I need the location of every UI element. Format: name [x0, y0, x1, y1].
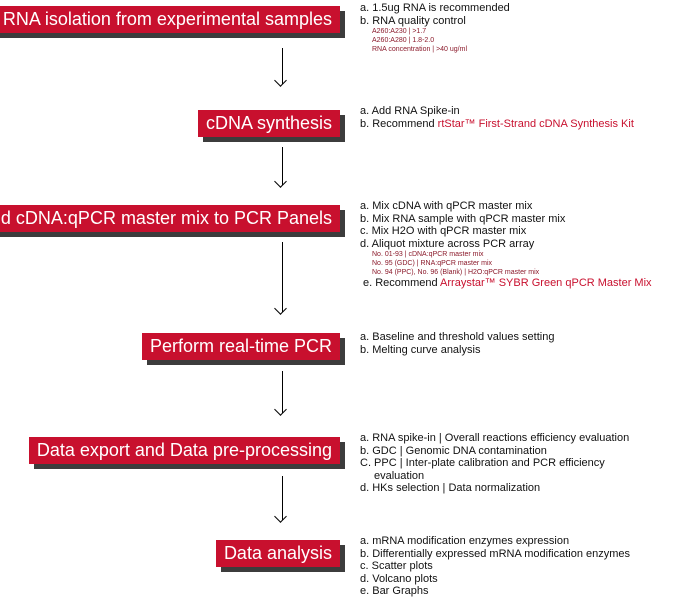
note-line: a. mRNA modification enzymes expression [360, 535, 570, 547]
notes-data-analysis: a. mRNA modification enzymes expression … [360, 535, 630, 598]
step-add-master-mix: Add cDNA:qPCR master mix to PCR Panels [0, 205, 340, 232]
note-line: b. RNA quality control [360, 14, 466, 27]
note-line: d. Volcano plots [360, 572, 438, 585]
product-link-rtstar[interactable]: rtStar™ First-Strand cDNA Synthesis Kit [437, 117, 634, 130]
note-subline: A260:A230 | >1.7 [372, 28, 427, 35]
step-label: Data analysis [215, 540, 340, 567]
step-cdna-synthesis: cDNA synthesis [197, 110, 340, 137]
note-line: b. Melting curve analysis [360, 343, 481, 356]
note-line: d. Aliquot mixture across PCR array [360, 237, 535, 250]
flow-arrow [282, 371, 283, 413]
flow-arrow [282, 476, 283, 520]
step-label: RNA isolation from experimental samples [0, 6, 340, 33]
note-line: c. Mix H2O with qPCR master mix [360, 225, 527, 237]
note-subline: RNA concentration | >40 ug/ml [372, 46, 468, 53]
notes-real-time-pcr: a. Baseline and threshold values setting… [360, 331, 554, 356]
product-link-sybr[interactable]: Arraystar™ SYBR Green qPCR Master Mix [440, 277, 652, 289]
notes-rna-isolation: a. 1.5ug RNA is recommended b. RNA quali… [360, 2, 510, 54]
note-line: b. Mix RNA sample with qPCR master mix [360, 212, 566, 225]
note-line: a. RNA spike-in | Overall reactions effi… [360, 432, 630, 444]
notes-add-master-mix: a. Mix cDNA with qPCR master mix b. Mix … [360, 200, 652, 290]
note-line: C. PPC | Inter-plate calibration and PCR… [360, 457, 605, 469]
step-rna-isolation: RNA isolation from experimental samples [0, 6, 340, 33]
notes-data-export: a. RNA spike-in | Overall reactions effi… [360, 432, 629, 495]
note-line: b. Recommend rtStar™ First-Strand cDNA S… [360, 118, 634, 131]
note-line: c. Scatter plots [360, 560, 433, 572]
note-line: a. Add RNA Spike-in [360, 105, 460, 117]
step-data-export: Data export and Data pre-processing [28, 437, 340, 464]
note-text: e. Recommend [363, 277, 441, 289]
note-line: a. Baseline and threshold values setting [360, 331, 555, 343]
note-line: a. 1.5ug RNA is recommended [360, 2, 510, 14]
step-real-time-pcr: Perform real-time PCR [141, 333, 340, 360]
step-label: cDNA synthesis [197, 110, 340, 137]
note-line: e. Recommend Arraystar™ SYBR Green qPCR … [360, 277, 652, 290]
step-label: Perform real-time PCR [141, 333, 340, 360]
note-subline: No. 01-93 | cDNA:qPCR master mix [372, 251, 484, 258]
note-subline: No. 95 (GDC) | RNA:qPCR master mix [372, 260, 493, 267]
flow-arrow [282, 48, 283, 84]
note-line: a. Mix cDNA with qPCR master mix [360, 200, 533, 212]
note-line: e. Bar Graphs [360, 585, 429, 597]
note-line: d. HKs selection | Data normalization [360, 482, 541, 494]
flow-arrow [282, 147, 283, 185]
flow-arrow [282, 242, 283, 312]
step-label: Add cDNA:qPCR master mix to PCR Panels [0, 205, 340, 232]
notes-cdna-synthesis: a. Add RNA Spike-in b. Recommend rtStar™… [360, 105, 634, 130]
step-data-analysis: Data analysis [215, 540, 340, 567]
note-line: b. Differentially expressed mRNA modific… [360, 547, 631, 560]
note-subline: A260:A280 | 1.8-2.0 [372, 37, 435, 44]
note-subline: No. 94 (PPC), No. 96 (Blank) | H2O:qPCR … [372, 269, 540, 276]
note-line: b. GDC | Genomic DNA contamination [360, 444, 547, 457]
step-label: Data export and Data pre-processing [28, 437, 340, 464]
note-line: evaluation [374, 469, 425, 482]
note-text: b. Recommend [360, 117, 438, 130]
